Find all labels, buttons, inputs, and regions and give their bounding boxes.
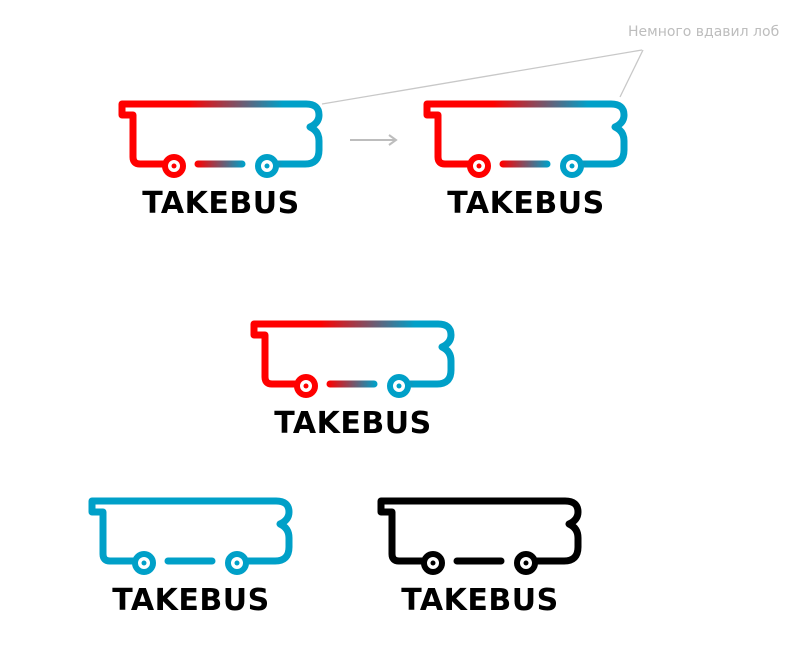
bus-svg: [88, 497, 293, 575]
logo-black: TAKEBUS: [377, 497, 583, 627]
bus-icon: [250, 320, 456, 400]
wordmark: TAKEBUS: [447, 186, 605, 221]
bus-svg: [250, 320, 455, 398]
bus-icon: [423, 100, 629, 180]
wordmark: TAKEBUS: [142, 186, 300, 221]
wordmark: TAKEBUS: [401, 583, 559, 618]
arrow-icon: [350, 134, 398, 146]
annotation-line-right: [619, 49, 644, 98]
bus-svg: [118, 100, 323, 178]
logo-blue: TAKEBUS: [88, 497, 294, 627]
bus-icon: [88, 497, 294, 577]
bus-body: [377, 497, 582, 565]
wordmark: TAKEBUS: [112, 583, 270, 618]
bus-body: [118, 100, 323, 168]
bus-svg: [377, 497, 582, 575]
bus-icon: [377, 497, 583, 577]
bus-body: [250, 320, 455, 388]
bus-body: [423, 100, 628, 168]
bus-body: [88, 497, 293, 565]
logo-original: TAKEBUS: [118, 100, 324, 230]
bus-svg: [423, 100, 628, 178]
wordmark: TAKEBUS: [274, 406, 432, 441]
annotation-line-left: [321, 49, 643, 105]
annotation-text: Немного вдавил лоб: [628, 24, 780, 40]
logo-revised: TAKEBUS: [423, 100, 629, 230]
logo-final: TAKEBUS: [250, 320, 456, 450]
bus-icon: [118, 100, 324, 180]
